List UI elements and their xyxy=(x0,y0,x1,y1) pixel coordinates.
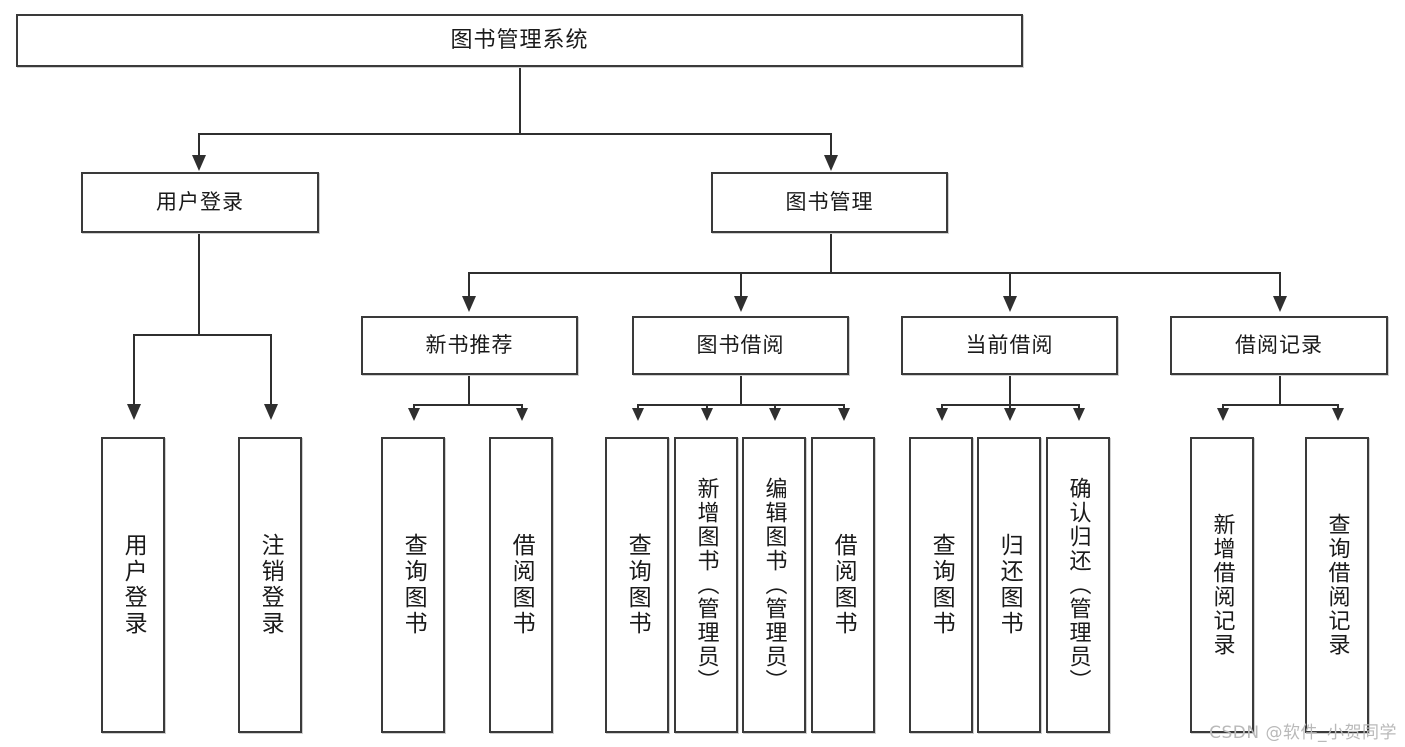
connector-user-login-branch-1 xyxy=(133,334,135,406)
node-label: 归还图书 xyxy=(996,533,1023,637)
arrow-book-manage-to-new-book xyxy=(462,296,476,312)
connector-book-manage-bus xyxy=(468,272,1280,274)
leaf-add-borrow-record[interactable]: 新增借阅记录 xyxy=(1190,437,1254,733)
node-label: 当前借阅 xyxy=(965,333,1054,358)
arrow-book-manage-to-borrow-record xyxy=(1273,296,1287,312)
connector-current-borrow-branch-2 xyxy=(1009,404,1011,410)
node-label: 编辑图书（管理员） xyxy=(761,477,787,693)
leaf-confirm-return-admin[interactable]: 确认归还（管理员） xyxy=(1046,437,1110,733)
arrow-book-manage-to-current-borrow xyxy=(1003,296,1017,312)
connector-new-book-branch-2 xyxy=(521,404,523,410)
node-label: 新增图书（管理员） xyxy=(693,477,719,693)
connector-current-borrow-stem xyxy=(1009,374,1011,406)
connector-book-manage-branch-3 xyxy=(1009,272,1011,298)
node-label: 注销登录 xyxy=(257,533,284,637)
node-label: 确认归还（管理员） xyxy=(1065,477,1091,693)
connector-user-login-branch-2 xyxy=(270,334,272,406)
node-label: 新增借阅记录 xyxy=(1209,513,1235,657)
connector-book-borrow-branch-3 xyxy=(774,404,776,410)
connector-borrow-record-stem xyxy=(1279,374,1281,406)
connector-new-book-branch-1 xyxy=(413,404,415,410)
node-label: 借阅记录 xyxy=(1235,333,1323,358)
connector-book-borrow-branch-2 xyxy=(706,404,708,410)
connector-book-borrow-branch-4 xyxy=(843,404,845,410)
connector-book-manage-branch-2 xyxy=(740,272,742,298)
connector-user-login-stem xyxy=(198,232,200,336)
arrow-current-borrow-leaf-2 xyxy=(1004,408,1016,421)
arrow-current-borrow-leaf-3 xyxy=(1073,408,1085,421)
connector-book-borrow-bus xyxy=(637,404,845,406)
arrow-book-borrow-leaf-4 xyxy=(838,408,850,421)
arrow-borrow-record-leaf-2 xyxy=(1332,408,1344,421)
node-label: 图书管理系统 xyxy=(450,27,589,53)
arrow-root-to-book-manage xyxy=(824,155,838,171)
connector-book-manage-stem xyxy=(830,232,832,274)
connector-book-manage-branch-1 xyxy=(468,272,470,298)
node-book-management[interactable]: 图书管理 xyxy=(711,172,948,233)
node-label: 新书推荐 xyxy=(425,333,514,358)
node-label: 借阅图书 xyxy=(508,533,535,637)
connector-root-to-book-manage xyxy=(830,133,832,157)
node-label: 图书借阅 xyxy=(696,333,785,358)
arrow-book-manage-to-book-borrow xyxy=(734,296,748,312)
leaf-query-book-borrow[interactable]: 查询图书 xyxy=(605,437,669,733)
connector-root-stem xyxy=(519,66,521,134)
connector-book-borrow-branch-1 xyxy=(637,404,639,410)
leaf-add-book-admin[interactable]: 新增图书（管理员） xyxy=(674,437,738,733)
arrow-user-login-leaf-1 xyxy=(127,404,141,420)
node-label: 用户登录 xyxy=(120,533,147,637)
connector-new-book-bus xyxy=(413,404,523,406)
node-user-login[interactable]: 用户登录 xyxy=(81,172,319,233)
node-label: 查询图书 xyxy=(928,533,955,637)
connector-borrow-record-bus xyxy=(1222,404,1339,406)
node-label: 图书管理 xyxy=(785,190,874,215)
connector-root-bus xyxy=(198,133,832,135)
node-label: 用户登录 xyxy=(156,190,244,215)
node-label: 查询图书 xyxy=(624,533,651,637)
arrow-new-book-leaf-1 xyxy=(408,408,420,421)
node-new-book-recommend[interactable]: 新书推荐 xyxy=(361,316,578,375)
connector-book-manage-branch-4 xyxy=(1279,272,1281,298)
node-current-borrow[interactable]: 当前借阅 xyxy=(901,316,1118,375)
node-book-borrow[interactable]: 图书借阅 xyxy=(632,316,849,375)
leaf-borrow-book-recommend[interactable]: 借阅图书 xyxy=(489,437,553,733)
connector-book-borrow-stem xyxy=(740,374,742,406)
leaf-user-login[interactable]: 用户登录 xyxy=(101,437,165,733)
arrow-book-borrow-leaf-3 xyxy=(769,408,781,421)
leaf-borrow-book[interactable]: 借阅图书 xyxy=(811,437,875,733)
leaf-return-book[interactable]: 归还图书 xyxy=(977,437,1041,733)
connector-user-login-bus xyxy=(133,334,272,336)
arrow-user-login-leaf-2 xyxy=(264,404,278,420)
connector-new-book-stem xyxy=(468,374,470,406)
arrow-new-book-leaf-2 xyxy=(516,408,528,421)
leaf-query-book-current[interactable]: 查询图书 xyxy=(909,437,973,733)
connector-borrow-record-branch-1 xyxy=(1222,404,1224,410)
leaf-query-book-recommend[interactable]: 查询图书 xyxy=(381,437,445,733)
connector-borrow-record-branch-2 xyxy=(1337,404,1339,410)
arrow-book-borrow-leaf-2 xyxy=(701,408,713,421)
node-label: 查询图书 xyxy=(400,533,427,637)
arrow-book-borrow-leaf-1 xyxy=(632,408,644,421)
connector-root-to-user-login xyxy=(198,133,200,157)
node-root-book-management-system[interactable]: 图书管理系统 xyxy=(16,14,1023,67)
connector-current-borrow-branch-1 xyxy=(941,404,943,410)
leaf-query-borrow-record[interactable]: 查询借阅记录 xyxy=(1305,437,1369,733)
leaf-edit-book-admin[interactable]: 编辑图书（管理员） xyxy=(742,437,806,733)
leaf-logout[interactable]: 注销登录 xyxy=(238,437,302,733)
arrow-borrow-record-leaf-1 xyxy=(1217,408,1229,421)
node-label: 查询借阅记录 xyxy=(1324,513,1350,657)
node-borrow-record[interactable]: 借阅记录 xyxy=(1170,316,1388,375)
arrow-current-borrow-leaf-1 xyxy=(936,408,948,421)
arrow-root-to-user-login xyxy=(192,155,206,171)
connector-current-borrow-branch-3 xyxy=(1078,404,1080,410)
node-label: 借阅图书 xyxy=(830,533,857,637)
